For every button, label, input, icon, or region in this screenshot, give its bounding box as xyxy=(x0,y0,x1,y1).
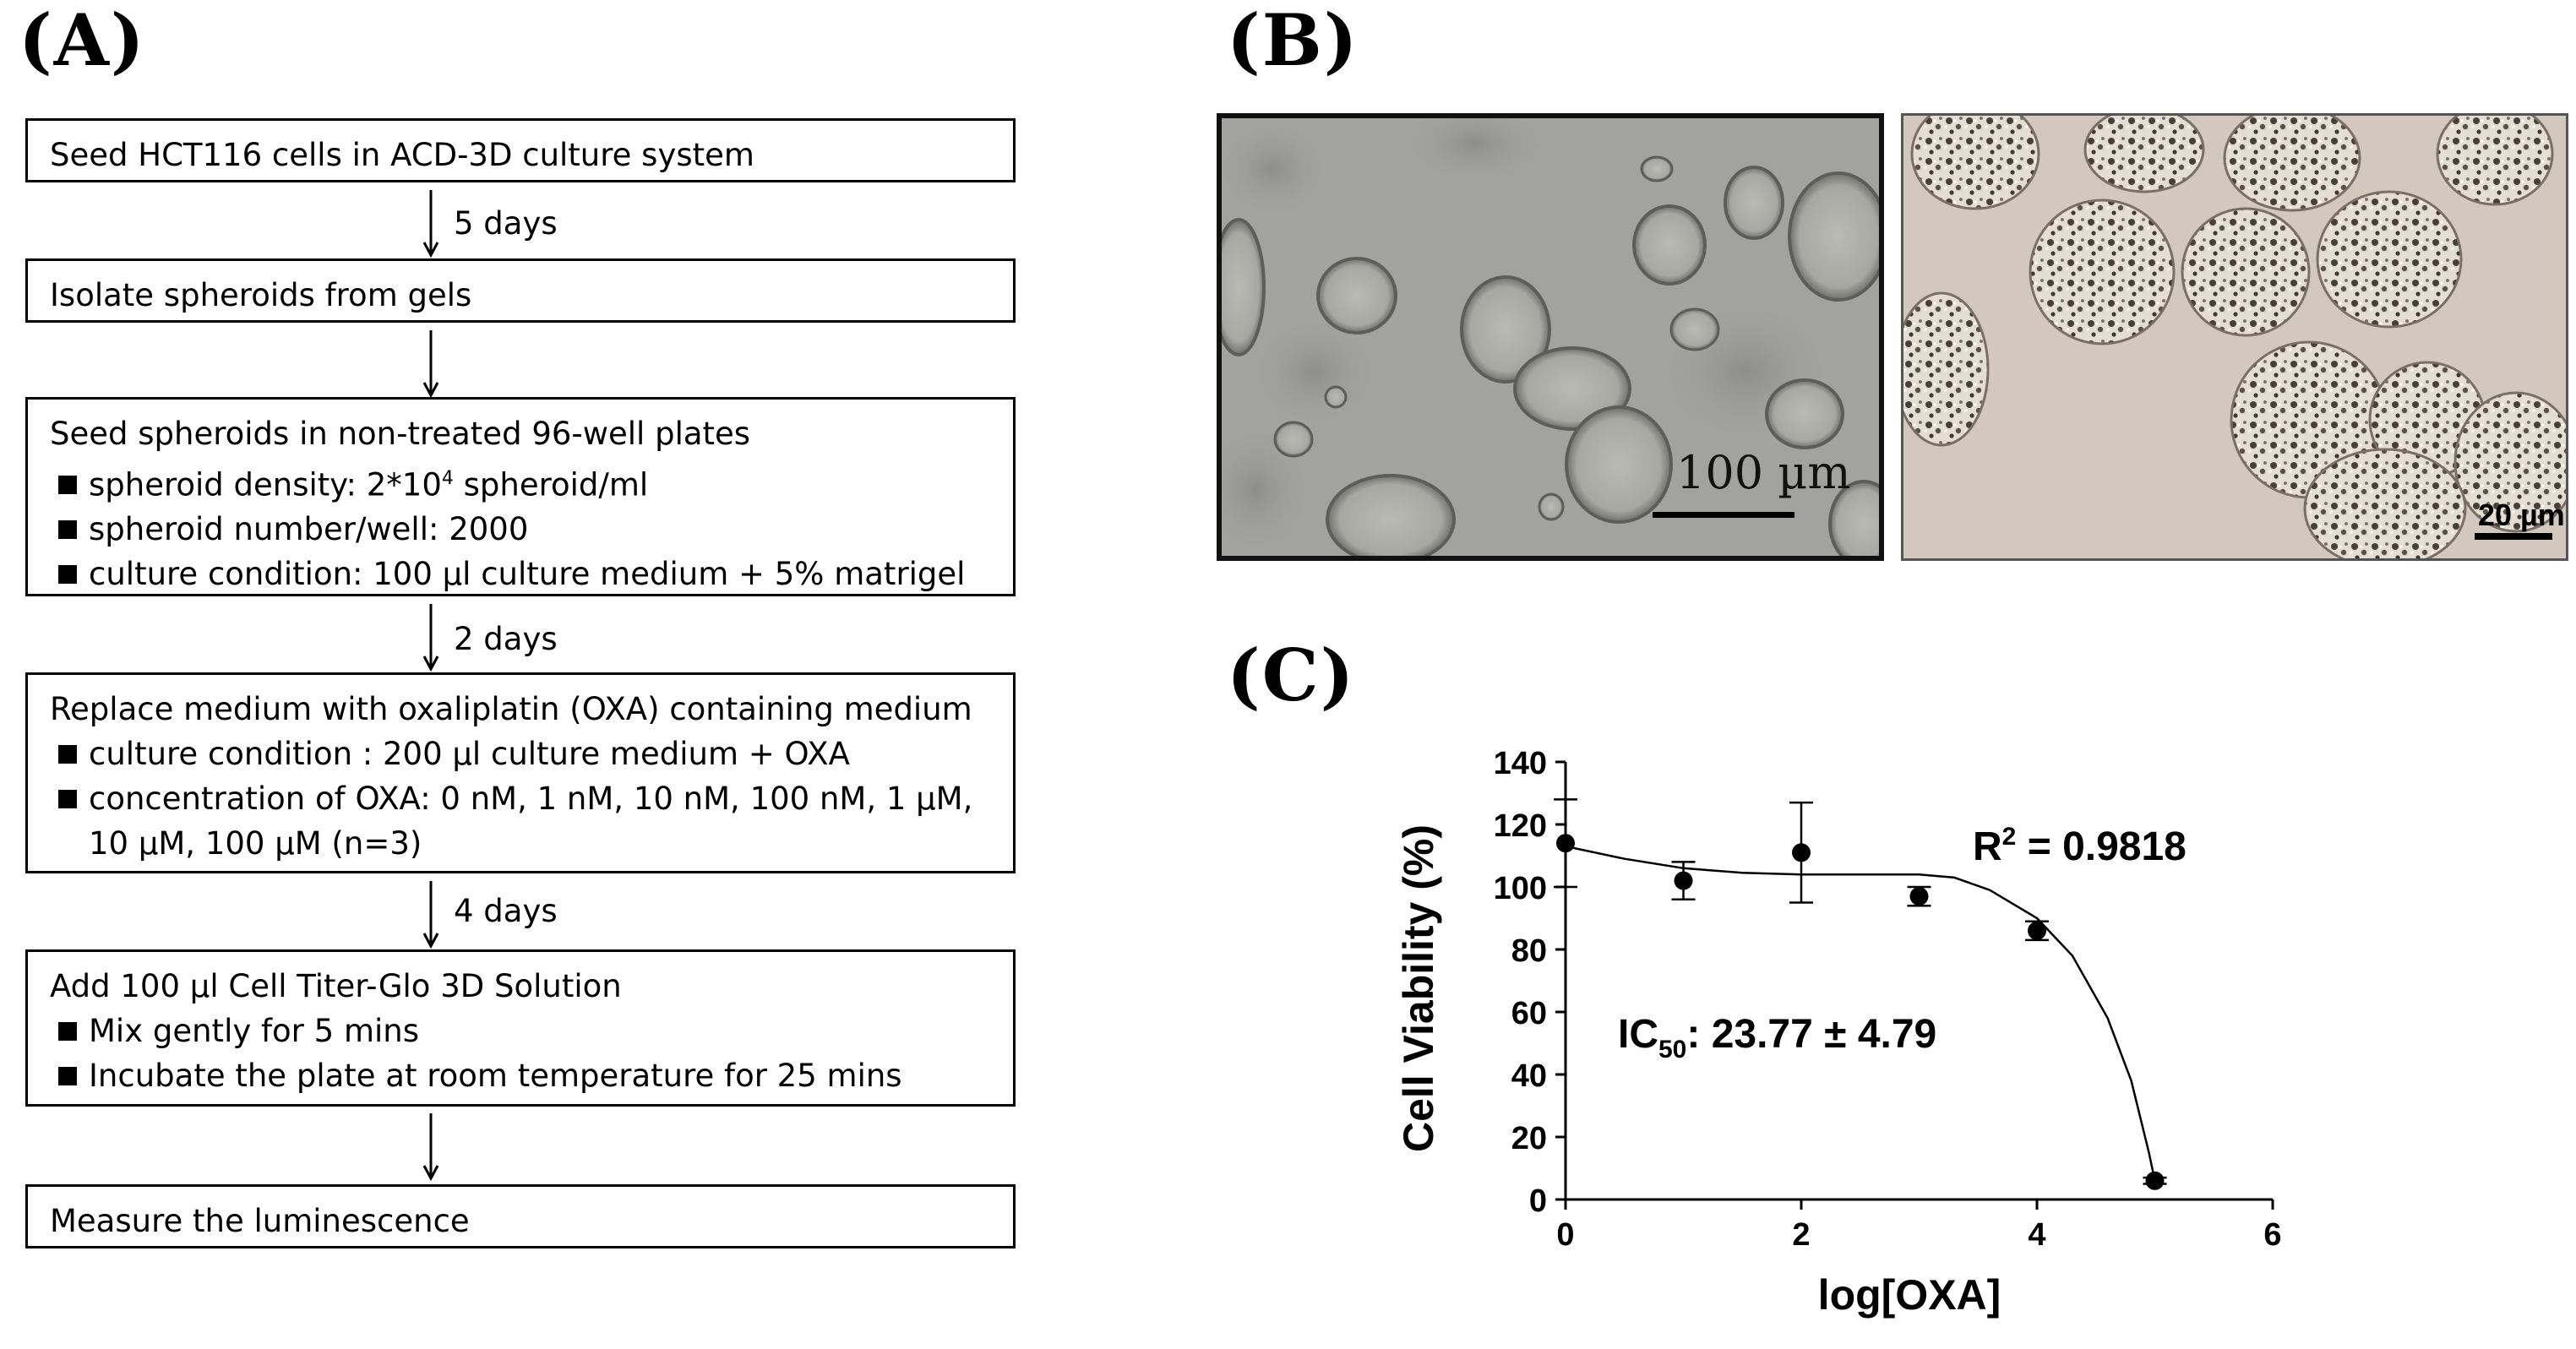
ic50-symbol: IC xyxy=(1618,1012,1658,1057)
bullet-square-icon xyxy=(58,1022,77,1041)
viability-chart-svg: 0 20 40 60 80 100 120 140 0 2 4 6 Cell Viability (%… xyxy=(1395,746,2282,1319)
r-squared-annotation: R2 = 0.9818 xyxy=(1973,823,2187,869)
mix-text: Mix gently for 5 mins xyxy=(89,1013,419,1049)
r-squared-superscript: 2 xyxy=(2002,823,2017,851)
flow-box-isolate-text: Isolate spheroids from gels xyxy=(50,277,472,313)
y-tick-label: 20 xyxy=(1511,1121,1547,1156)
flow-box-add-solution-title: Add 100 µl Cell Titer-Glo 3D Solution xyxy=(50,968,622,1004)
fit-curve-line xyxy=(1565,845,2156,1182)
culture-text: culture condition : 200 µl culture mediu… xyxy=(89,736,850,772)
ic50-value: : 23.77 ± 4.79 xyxy=(1686,1012,1936,1057)
data-point xyxy=(2028,921,2046,940)
micrograph-high-magnification: 20 µm xyxy=(1901,113,2568,561)
flow-step-4-days: 4 days xyxy=(454,893,558,929)
y-tick-label: 80 xyxy=(1511,933,1547,969)
incubate-text: Incubate the plate at room temperature f… xyxy=(89,1058,902,1094)
flow-arrow-5 xyxy=(422,1113,439,1181)
flow-box-seed-cells-text: Seed HCT116 cells in ACD-3D culture syst… xyxy=(50,137,754,173)
x-tick-label: 0 xyxy=(1556,1217,1574,1253)
ic50-annotation: IC50: 23.77 ± 4.79 xyxy=(1618,1012,1936,1063)
y-axis-label: Cell Viability (%) xyxy=(1395,824,1442,1152)
bullet-square-icon xyxy=(58,476,77,495)
y-tick-label: 140 xyxy=(1494,746,1547,781)
micrograph-low-magnification: 100 µm xyxy=(1217,113,1884,561)
bullet-square-icon xyxy=(58,565,77,585)
y-tick-label: 100 xyxy=(1494,871,1547,906)
x-axis-label: log[OXA] xyxy=(1818,1271,2001,1319)
y-tick-label: 120 xyxy=(1494,808,1547,844)
y-tick-label: 40 xyxy=(1511,1058,1547,1094)
flow-box-seed-spheroids-title: Seed spheroids in non-treated 96-well pl… xyxy=(50,416,751,452)
flow-box-replace-medium-title: Replace medium with oxaliplatin (OXA) co… xyxy=(50,691,972,727)
flow-box-isolate: Isolate spheroids from gels xyxy=(25,258,1016,323)
flow-step-5-days: 5 days xyxy=(454,205,558,242)
flow-bullet-concentration-cont: 10 µM, 100 µM (n=3) xyxy=(89,825,422,862)
bullet-square-icon xyxy=(58,790,77,808)
flow-box-add-solution: Add 100 µl Cell Titer-Glo 3D Solution Mi… xyxy=(25,949,1016,1107)
r-squared-symbol: R xyxy=(1973,824,2002,869)
data-point xyxy=(1909,887,1929,906)
flow-arrow-2 xyxy=(422,330,439,398)
x-tick-label: 4 xyxy=(2028,1217,2045,1253)
x-tick-label: 6 xyxy=(2263,1217,2281,1253)
density-exponent: 4 xyxy=(441,468,454,489)
viability-chart: 0 20 40 60 80 100 120 140 0 2 4 6 Cell Viability (%… xyxy=(1386,735,2349,1346)
data-point xyxy=(1792,843,1811,862)
r-squared-value: = 0.9818 xyxy=(2016,824,2187,869)
flow-arrow-3 xyxy=(422,604,439,672)
scale-bar-label-100um: 100 µm xyxy=(1676,446,1851,499)
flow-box-measure-text: Measure the luminescence xyxy=(50,1203,470,1239)
number-text: spheroid number/well: 2000 xyxy=(89,511,529,548)
flow-arrow-4 xyxy=(422,881,439,949)
flow-bullet-density: spheroid density: 2*104 spheroid/ml xyxy=(50,456,991,507)
bullet-square-icon xyxy=(58,1067,77,1085)
concentration-text: concentration of OXA: 0 nM, 1 nM, 10 nM,… xyxy=(89,781,973,817)
flow-box-seed-spheroids: Seed spheroids in non-treated 96-well pl… xyxy=(25,397,1016,596)
flow-arrow-1 xyxy=(422,190,439,258)
flow-box-replace-medium: Replace medium with oxaliplatin (OXA) co… xyxy=(25,672,1016,873)
panel-c-label: (C) xyxy=(1227,634,1356,717)
y-tick-label: 60 xyxy=(1511,996,1547,1031)
flow-step-2-days: 2 days xyxy=(454,621,558,657)
flow-bullet-incubate: Incubate the plate at room temperature f… xyxy=(50,1053,991,1098)
panel-b-label: (B) xyxy=(1227,0,1359,82)
panel-a-label: (A) xyxy=(19,0,146,82)
bullet-square-icon xyxy=(58,745,77,764)
data-point xyxy=(1674,871,1693,890)
bullet-square-icon xyxy=(58,520,77,540)
flow-bullet-condition: culture condition: 100 µl culture medium… xyxy=(50,552,991,596)
micrograph-right-image xyxy=(1903,116,2566,558)
condition-text: culture condition: 100 µl culture medium… xyxy=(89,556,966,593)
data-point xyxy=(2145,1171,2165,1190)
density-unit: spheroid/ml xyxy=(453,466,649,503)
scale-bar-label-20um: 20 µm xyxy=(2478,498,2565,532)
micrograph-left-image xyxy=(1222,118,1879,556)
flow-bullet-culture: culture condition : 200 µl culture mediu… xyxy=(50,732,991,776)
density-text: spheroid density: 2*10 xyxy=(89,466,442,503)
flow-bullet-mix: Mix gently for 5 mins xyxy=(50,1009,991,1053)
flow-box-seed-cells: Seed HCT116 cells in ACD-3D culture syst… xyxy=(25,118,1016,182)
x-tick-label: 2 xyxy=(1792,1217,1810,1253)
flow-bullet-concentration: concentration of OXA: 0 nM, 1 nM, 10 nM,… xyxy=(50,776,991,821)
flow-bullet-number: spheroid number/well: 2000 xyxy=(50,507,991,552)
ic50-subscript: 50 xyxy=(1658,1036,1686,1063)
flow-box-measure: Measure the luminescence xyxy=(25,1184,1016,1248)
data-point xyxy=(1556,834,1575,853)
y-tick-label: 0 xyxy=(1529,1183,1547,1219)
